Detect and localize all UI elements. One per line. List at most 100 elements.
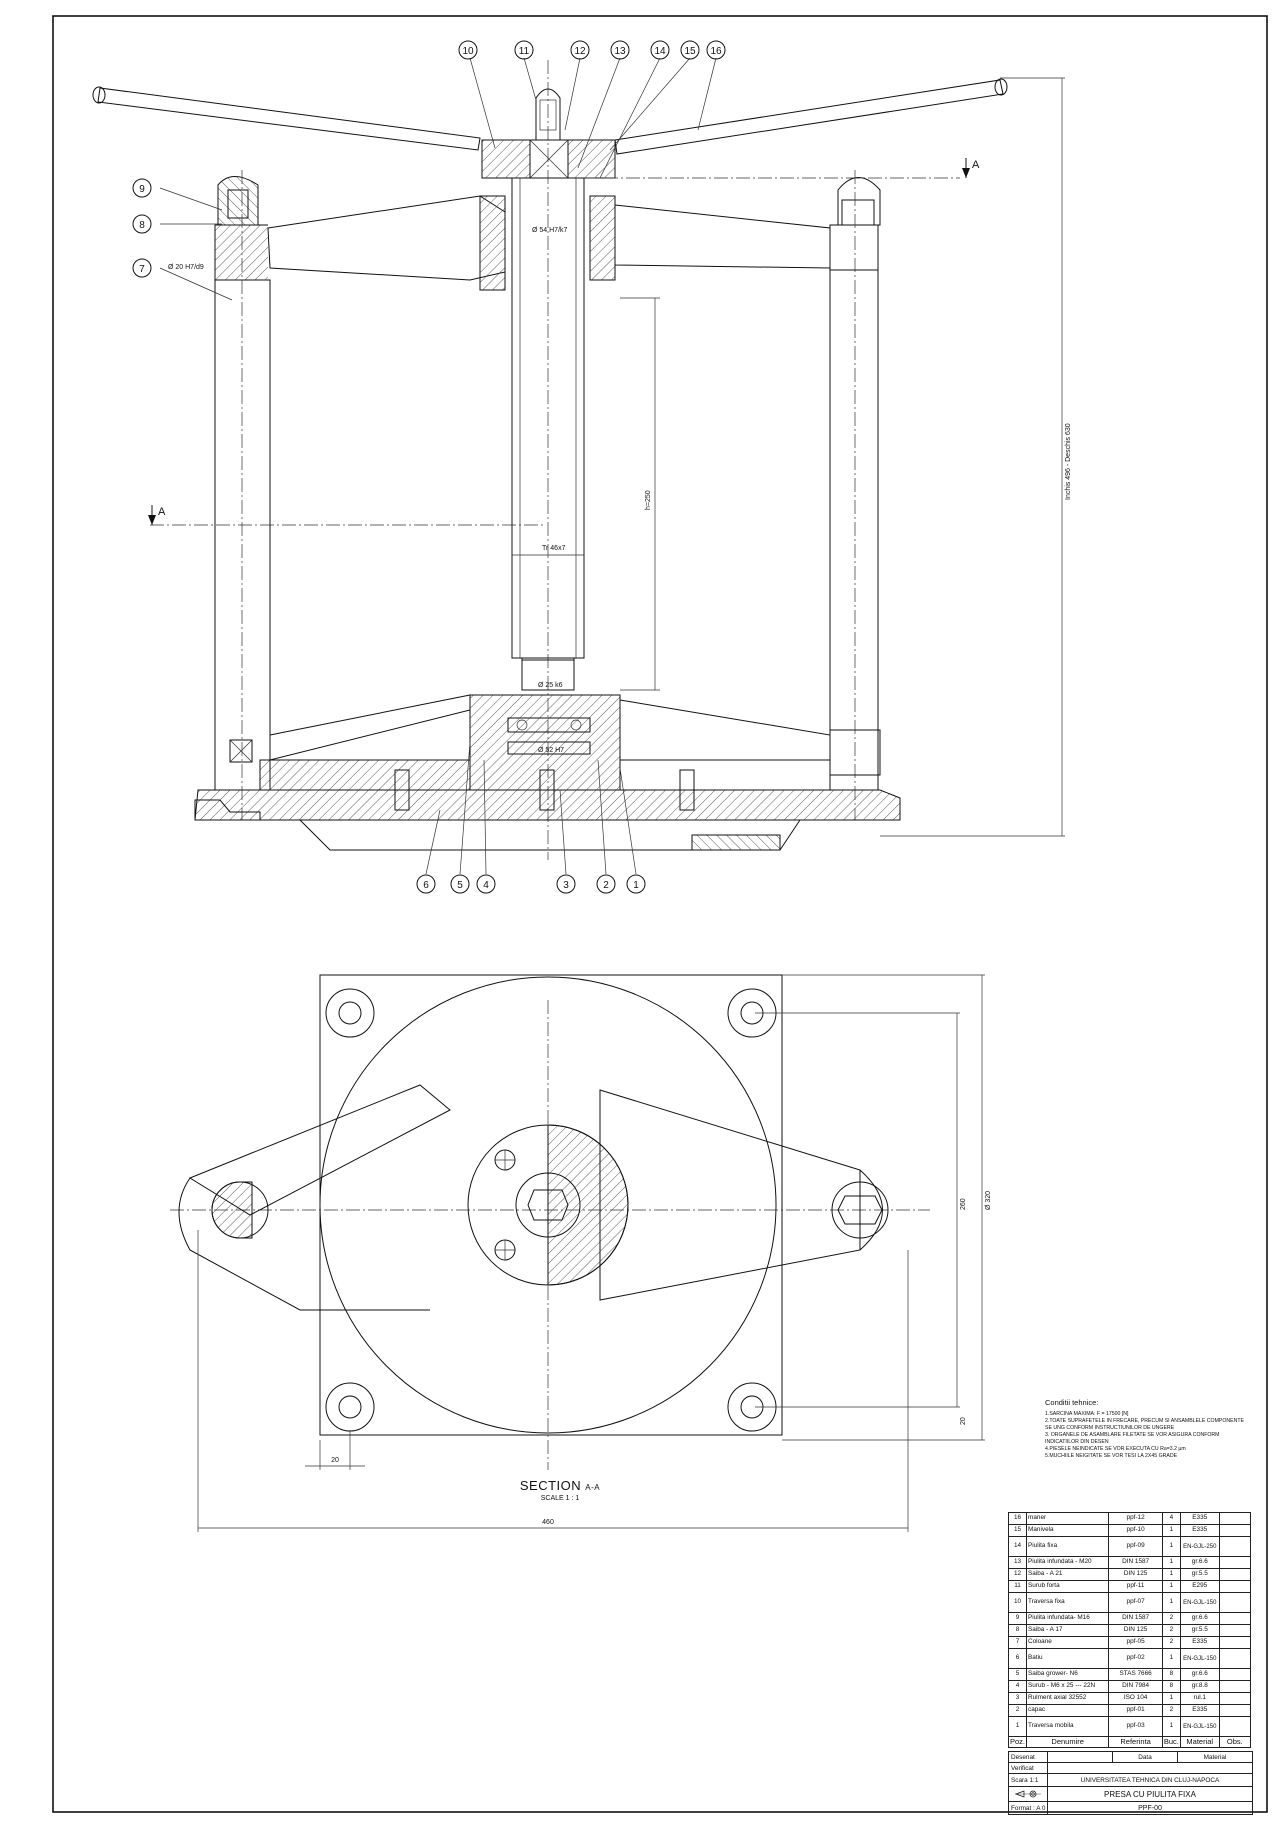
- dim-height-260: 260: [960, 1198, 967, 1210]
- bom-cell-obs: [1218, 1580, 1252, 1593]
- sheet-format: Format : A 0: [1009, 1802, 1048, 1814]
- bom-cell-buc: 1: [1161, 1648, 1181, 1669]
- balloon-11: 11: [514, 40, 534, 60]
- bom-cell-ref: ppf-09: [1108, 1536, 1163, 1557]
- bom-cell-ref: DIN 1587: [1108, 1556, 1163, 1569]
- balloon-16: 16: [706, 40, 726, 60]
- bom-header-buc: Buc.: [1161, 1736, 1181, 1748]
- label-desenat: Desenat: [1009, 1752, 1048, 1762]
- bom-cell-ref: STAS 7666: [1108, 1668, 1163, 1681]
- column-right: [829, 269, 879, 791]
- bom-cell-poz: 5: [1007, 1668, 1028, 1681]
- balloon-12: 12: [570, 40, 590, 60]
- bom-cell-obs: [1218, 1636, 1252, 1649]
- sheet-border: [52, 15, 1268, 1813]
- bom-cell-buc: 2: [1161, 1612, 1181, 1625]
- bom-cell-ref: ISO 104: [1108, 1692, 1163, 1705]
- bom-cell-obs: [1218, 1624, 1252, 1637]
- bom-cell-den: Saiba - A 21: [1026, 1568, 1110, 1581]
- bom-cell-den: capac: [1026, 1704, 1110, 1717]
- dim-overall-height: Inchis 496 - Deschis 630: [1065, 423, 1072, 500]
- dim-bearing-52: Ø 52 H7: [538, 747, 564, 754]
- section-scale: SCALE 1 : 1: [540, 1495, 580, 1502]
- bom-cell-ref: ppf-07: [1108, 1592, 1163, 1613]
- balloon-10: 10: [458, 40, 478, 60]
- bom-cell-mat: EN-GJL-150: [1179, 1648, 1220, 1669]
- front-view: A h=250 A: [92, 40, 1072, 894]
- bom-cell-mat: E335: [1179, 1636, 1220, 1649]
- bom-cell-mat: EN-GJL-250: [1179, 1536, 1220, 1557]
- handle-right: [614, 79, 1004, 155]
- balloon-15: 15: [680, 40, 700, 60]
- bom-cell-buc: 1: [1161, 1592, 1181, 1613]
- title-block: Desenat Data Material Verificat Scara 1:…: [1008, 1751, 1253, 1815]
- svg-text:2: 2: [603, 880, 609, 891]
- bom-cell-poz: 10: [1007, 1592, 1028, 1613]
- bom-cell-buc: 1: [1161, 1716, 1181, 1737]
- bom-cell-ref: ppf-11: [1108, 1580, 1163, 1593]
- section-suffix: A-A: [585, 1483, 601, 1492]
- bom-cell-den: maner: [1026, 1512, 1110, 1525]
- balloon-1: 1: [626, 874, 646, 894]
- dim-dia-320: Ø 320: [985, 1191, 992, 1210]
- bom-cell-obs: [1218, 1716, 1252, 1737]
- balloon-14: 14: [650, 40, 670, 60]
- svg-text:8: 8: [139, 220, 145, 231]
- dim-edge-20-bottom: 20: [331, 1457, 339, 1464]
- svg-text:12: 12: [574, 46, 586, 57]
- bom-cell-buc: 8: [1161, 1668, 1181, 1681]
- bom-cell-mat: E335: [1179, 1512, 1220, 1525]
- svg-text:11: 11: [519, 46, 530, 57]
- bom-cell-mat: gr.8.8: [1179, 1680, 1220, 1693]
- scale-value: 1:1: [1029, 1776, 1039, 1784]
- technical-conditions: Conditii tehnice: 1.SARCINA MAXIMA: F = …: [1045, 1398, 1245, 1460]
- university-name: UNIVERSITATEA TEHNICA DIN CLUJ-NAPOCA: [1080, 1776, 1220, 1784]
- dim-shaft-25: Ø 25 k6: [538, 682, 563, 689]
- bom-cell-obs: [1218, 1668, 1252, 1681]
- drawing-title: PRESA CU PIULITA FIXA: [1104, 1789, 1196, 1799]
- label-scara: Scara: [1011, 1776, 1028, 1784]
- bom-cell-den: Piulita infundata - M20: [1026, 1556, 1110, 1569]
- bom-cell-mat: E335: [1179, 1704, 1220, 1717]
- condition-item: 3. ORGANELE DE ASAMBLARE FILETATE SE VOR…: [1045, 1432, 1220, 1446]
- bom-cell-buc: 1: [1161, 1692, 1181, 1705]
- bom-cell-buc: 1: [1161, 1568, 1181, 1581]
- condition-item: 2.TOATE SUPRAFETELE IN FRECARE, PRECUM S…: [1045, 1418, 1244, 1432]
- bom-cell-mat: gr.5.5: [1179, 1624, 1220, 1637]
- bom-cell-poz: 9: [1007, 1612, 1028, 1625]
- bom-cell-ref: ppf-01: [1108, 1704, 1163, 1717]
- section-marker-top: A: [972, 159, 980, 171]
- bom-cell-den: Batiu: [1026, 1648, 1110, 1669]
- bom-cell-ref: DIN 125: [1108, 1624, 1163, 1637]
- bom-cell-den: Surub - M6 x 25 --- 22N: [1026, 1680, 1110, 1693]
- balloon-3: 3: [556, 874, 576, 894]
- svg-text:1: 1: [633, 880, 639, 891]
- dim-stroke: h=250: [645, 490, 652, 510]
- column-left: [214, 279, 271, 791]
- section-title: SECTION: [519, 1478, 582, 1493]
- bom-cell-mat: gr.5.5: [1179, 1568, 1220, 1581]
- bom-cell-poz: 1: [1007, 1716, 1028, 1737]
- svg-text:7: 7: [139, 264, 145, 275]
- bom-cell-poz: 2: [1007, 1704, 1028, 1717]
- section-marker-mid: A: [158, 506, 166, 518]
- bom-cell-den: Manivela: [1026, 1524, 1110, 1537]
- balloon-6: 6: [416, 874, 436, 894]
- balloon-13: 13: [610, 40, 630, 60]
- bom-cell-ref: ppf-12: [1108, 1512, 1163, 1525]
- bom-cell-buc: 1: [1161, 1536, 1181, 1557]
- bom-cell-obs: [1218, 1692, 1252, 1705]
